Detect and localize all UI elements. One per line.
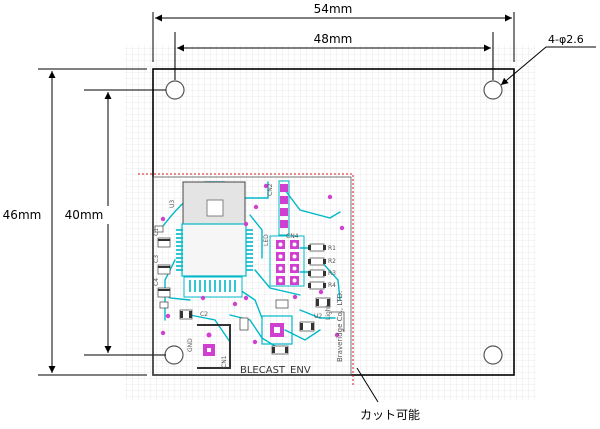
connector-cn2 <box>278 180 290 236</box>
connector-cn4 <box>269 235 305 287</box>
connector-cn1 <box>197 324 231 369</box>
ic-u3-pins <box>176 229 253 292</box>
hole-span-y-label: 40mm <box>65 208 104 222</box>
vias <box>160 183 345 345</box>
mounting-hole-bottom-left <box>164 345 184 365</box>
capacitor-c2 <box>179 309 193 320</box>
silk-label-cn4: CN4 <box>286 233 299 240</box>
cut-callout-leader <box>356 367 379 403</box>
silk-label-u3: U3 <box>169 200 176 208</box>
width-label: 54mm <box>314 2 353 16</box>
silk-label-r1: R1 <box>328 245 336 252</box>
silk-label-c3: C3 <box>153 255 160 263</box>
silk-label-light: Light <box>325 304 332 320</box>
silk-label-cn1: CN1 <box>221 355 228 368</box>
silk-label-r2: R2 <box>328 258 336 265</box>
left-capacitors <box>154 225 171 309</box>
silk-label-cn2: CN2 <box>267 183 274 196</box>
board-name: BLECAST_ENV <box>240 365 311 376</box>
silk-label-r3: R3 <box>328 270 336 277</box>
ic-u3 <box>181 181 247 298</box>
silkscreen-labels: U3 CN2 CN4 LED GND CN1 C2 Light U2 R1 R2… <box>153 183 336 368</box>
silk-label-c4: C4 <box>153 278 160 286</box>
cut-label: カット可能 <box>360 408 420 422</box>
light-sensor <box>299 297 345 332</box>
dimension-46mm <box>38 68 147 376</box>
mounting-hole-top-left <box>165 80 185 100</box>
mounting-hole-bottom-right <box>483 345 503 365</box>
silk-label-r4: R4 <box>328 282 336 289</box>
mounting-holes <box>164 80 503 365</box>
silk-label-c1: C1 <box>153 228 160 236</box>
height-label: 46mm <box>3 208 42 222</box>
pcb: U3 CN2 CN4 LED GND CN1 C2 Light U2 R1 R2… <box>138 173 354 386</box>
mounting-hole-top-right <box>483 80 503 100</box>
silk-label-led: LED <box>263 234 270 246</box>
hole-callout <box>500 46 596 86</box>
pcb-outline <box>152 176 352 376</box>
silk-label-u2: U2 <box>314 313 322 320</box>
cut-line <box>138 173 354 386</box>
sensor-u2 <box>239 299 293 355</box>
company-name: Braveridge Co., LTD. <box>336 291 344 362</box>
dimension-48mm <box>174 32 494 80</box>
dimension-54mm <box>152 12 515 62</box>
silk-label-c2: C2 <box>200 311 208 318</box>
resistor-array <box>308 243 326 290</box>
hole-label: 4-φ2.6 <box>548 33 584 46</box>
hole-span-x-label: 48mm <box>314 32 353 46</box>
silk-label-gnd: GND <box>187 338 194 352</box>
